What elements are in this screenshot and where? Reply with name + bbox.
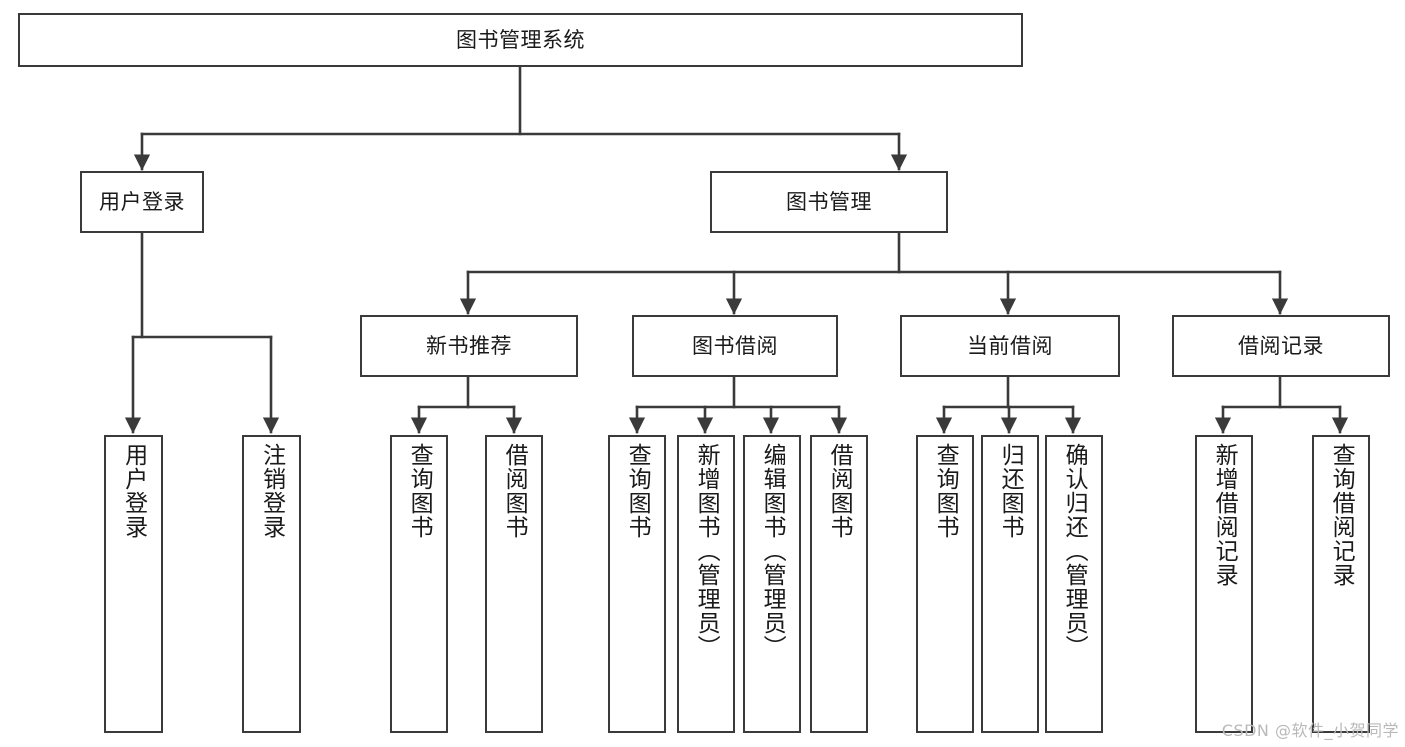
node-book-borrow[interactable]: 图书借阅 [632,315,838,377]
node-current-borrow-label: 当前借阅 [967,333,1053,358]
node-leaf-add-book[interactable]: 新增图书（管理员） [677,435,735,733]
node-new-book-recommend-label: 新书推荐 [426,333,512,358]
node-leaf-query-book-2-label: 查询图书 [624,443,651,539]
node-leaf-query-record-label: 查询借阅记录 [1328,443,1355,587]
node-leaf-add-book-label: 新增图书（管理员） [693,443,720,659]
node-leaf-user-login-label: 用户登录 [120,443,147,539]
node-user-login-label: 用户登录 [99,189,185,214]
node-leaf-edit-book-label: 编辑图书（管理员） [759,443,786,659]
node-leaf-confirm-return-label: 确认归还（管理员） [1061,443,1088,659]
node-leaf-query-book-3-label: 查询图书 [932,443,959,539]
node-leaf-user-login[interactable]: 用户登录 [104,435,163,733]
node-book-borrow-label: 图书借阅 [692,333,778,358]
node-leaf-borrow-book-1-label: 借阅图书 [501,443,528,539]
node-leaf-return-book-label: 归还图书 [997,443,1024,539]
node-leaf-borrow-book-1[interactable]: 借阅图书 [485,435,543,733]
node-user-login[interactable]: 用户登录 [80,171,204,233]
node-leaf-query-book-1-label: 查询图书 [406,443,433,539]
node-leaf-query-book-2[interactable]: 查询图书 [608,435,666,733]
node-leaf-confirm-return[interactable]: 确认归还（管理员） [1045,435,1103,733]
watermark-text: CSDN @软件_小贺同学 [1221,721,1399,740]
node-leaf-borrow-book-2[interactable]: 借阅图书 [810,435,868,733]
node-leaf-add-record[interactable]: 新增借阅记录 [1195,435,1253,733]
node-leaf-borrow-book-2-label: 借阅图书 [826,443,853,539]
node-root[interactable]: 图书管理系统 [18,13,1023,67]
node-leaf-user-logout-label: 注销登录 [258,443,285,539]
node-root-label: 图书管理系统 [456,27,585,52]
node-current-borrow[interactable]: 当前借阅 [900,315,1120,377]
node-leaf-user-logout[interactable]: 注销登录 [242,435,301,733]
node-borrow-record-label: 借阅记录 [1238,333,1324,358]
node-leaf-query-book-1[interactable]: 查询图书 [390,435,448,733]
node-leaf-query-book-3[interactable]: 查询图书 [916,435,974,733]
node-leaf-add-record-label: 新增借阅记录 [1211,443,1238,587]
node-leaf-edit-book[interactable]: 编辑图书（管理员） [743,435,801,733]
node-new-book-recommend[interactable]: 新书推荐 [360,315,578,377]
node-leaf-return-book[interactable]: 归还图书 [981,435,1039,733]
node-book-manage[interactable]: 图书管理 [710,171,948,233]
node-leaf-query-record[interactable]: 查询借阅记录 [1312,435,1370,733]
node-borrow-record[interactable]: 借阅记录 [1172,315,1390,377]
node-book-manage-label: 图书管理 [786,189,872,214]
